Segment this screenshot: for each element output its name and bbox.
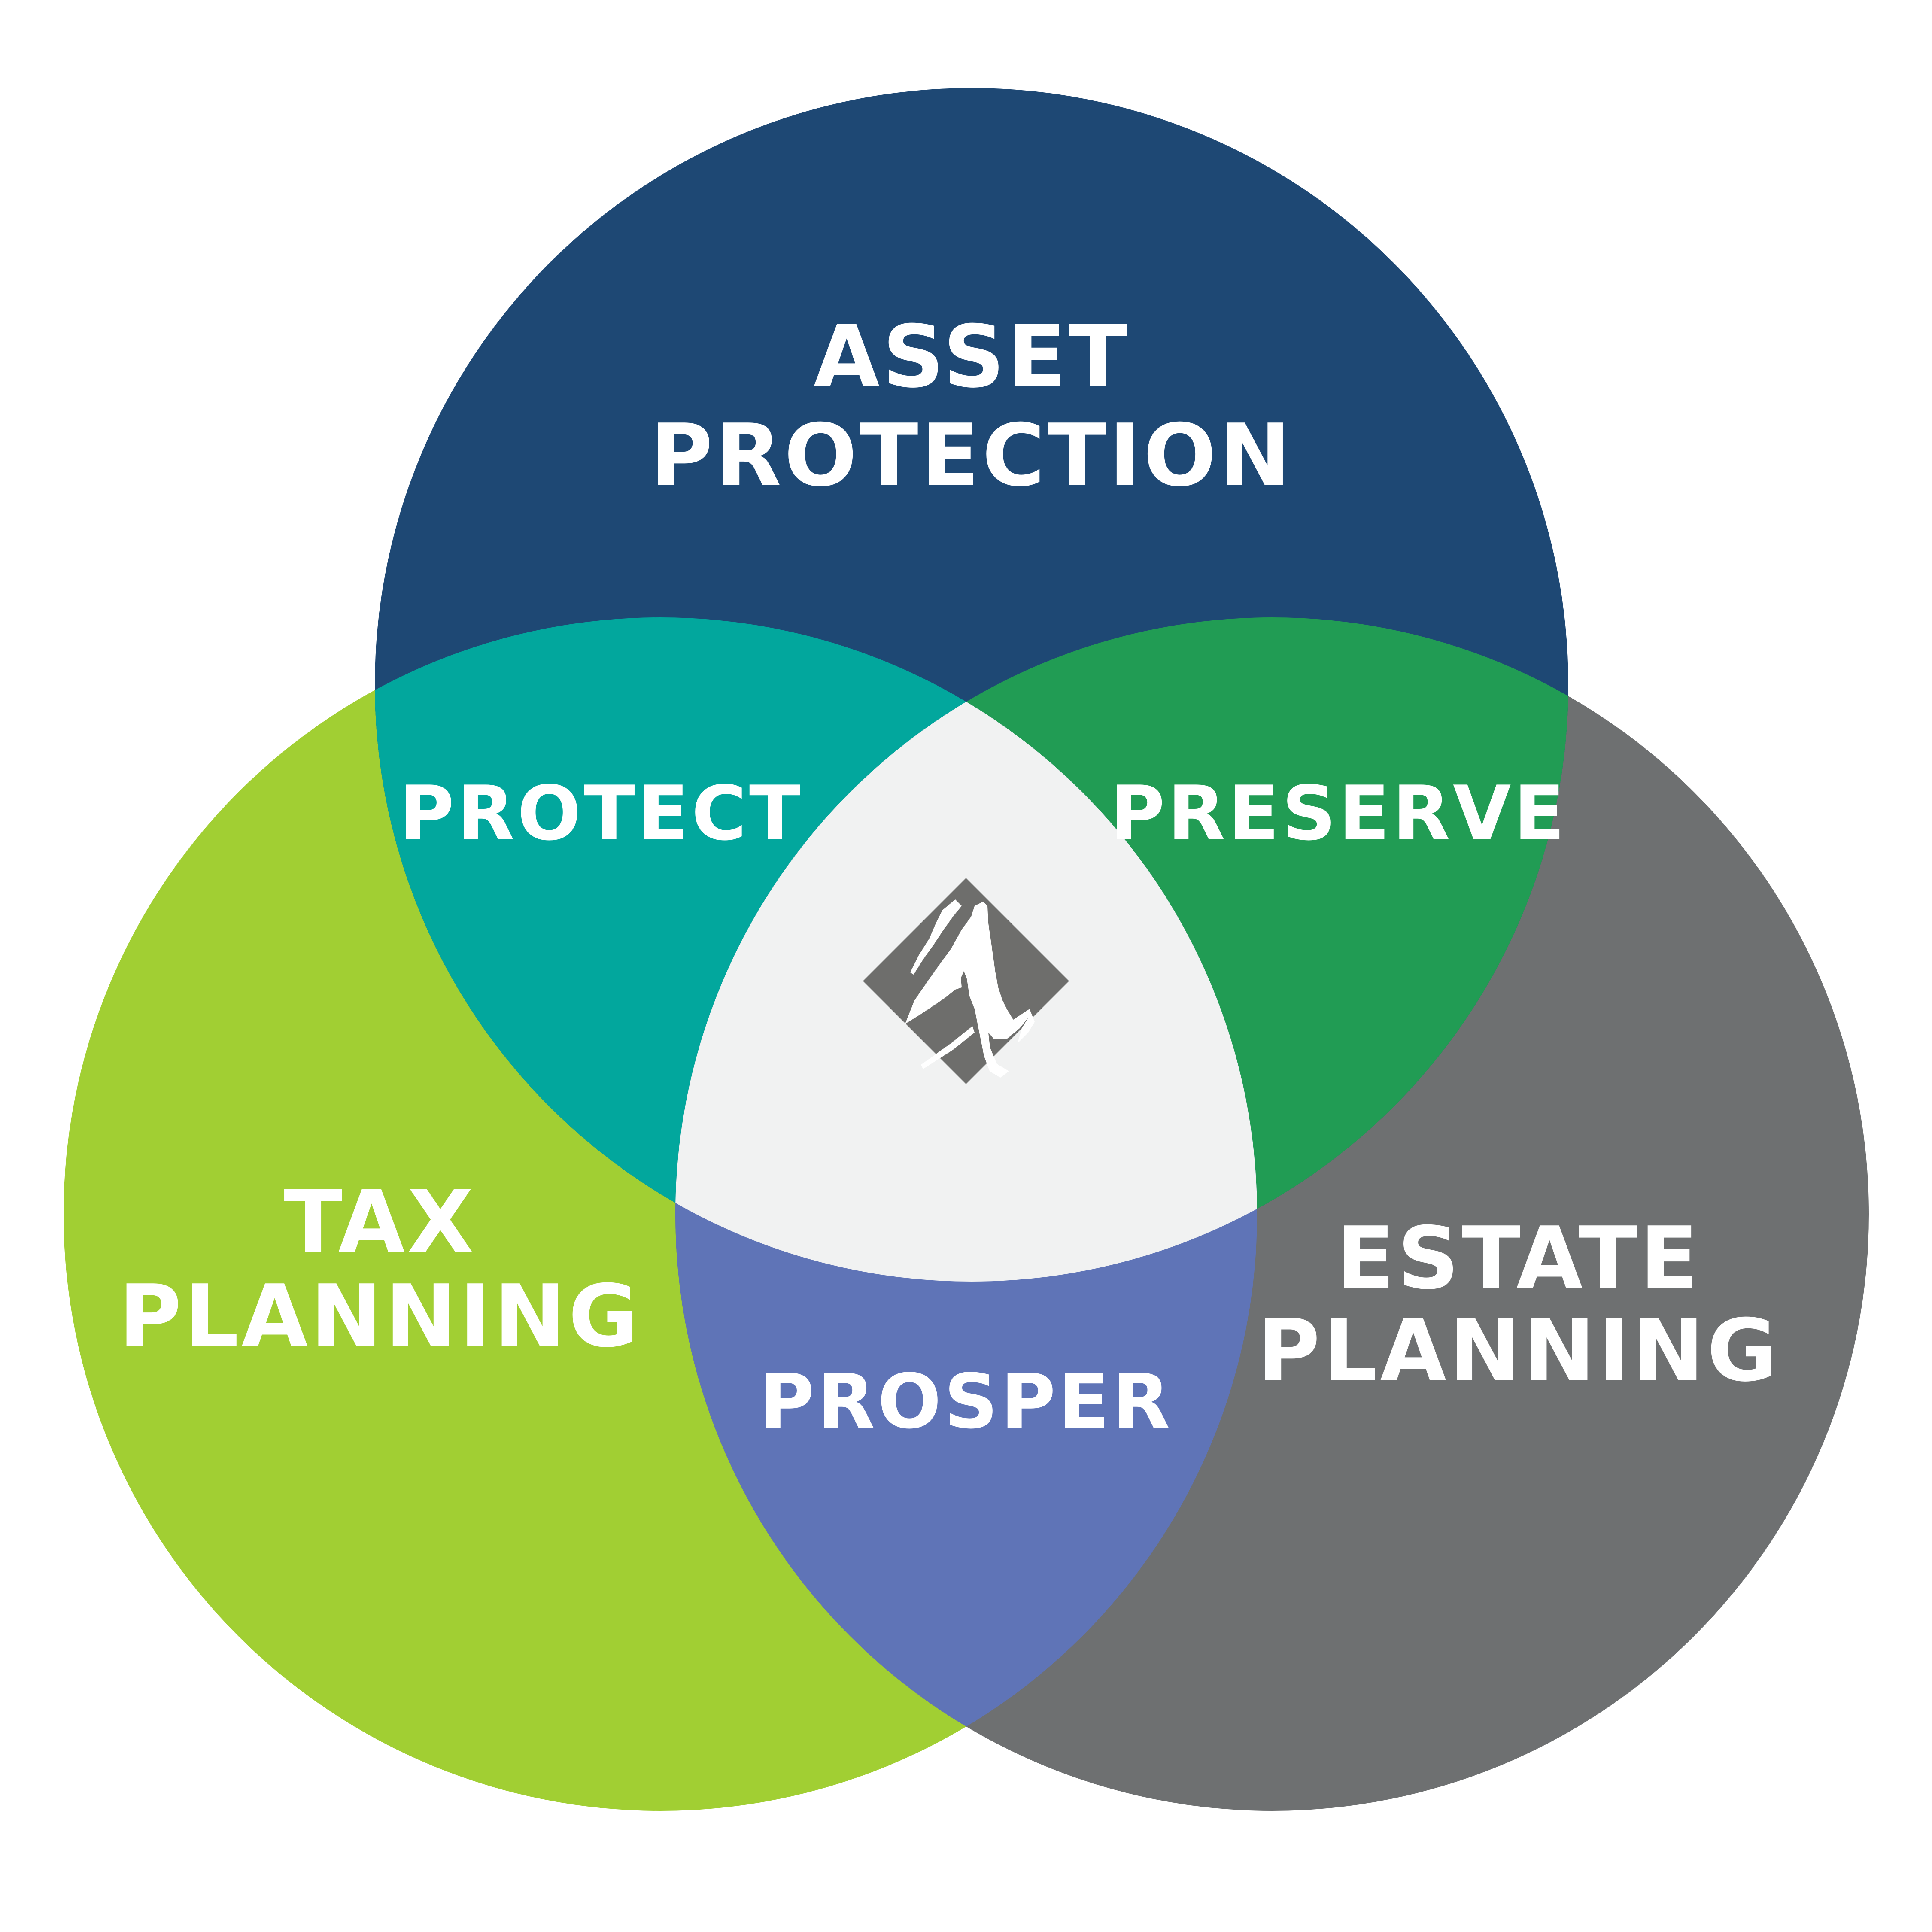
preserve-label: PRESERVE	[1110, 770, 1567, 857]
prosper-label: PROSPER	[759, 1358, 1173, 1446]
estate-planning-label: ESTATE PLANNING	[1257, 1209, 1780, 1401]
tax-planning-label-line2: PLANNING	[118, 1267, 641, 1367]
estate-planning-label-line1: ESTATE	[1336, 1209, 1701, 1309]
asset-protection-label: ASSET PROTECTION	[650, 307, 1294, 506]
tax-planning-label-line1: TAX	[284, 1172, 476, 1272]
diamond-hands-logo-icon	[863, 878, 1069, 1084]
tax-planning-label: TAX PLANNING	[118, 1172, 641, 1367]
asset-protection-label-line2: PROTECTION	[650, 406, 1294, 506]
protect-label: PROTECT	[399, 770, 803, 857]
estate-planning-label-line2: PLANNING	[1257, 1301, 1780, 1401]
asset-protection-label-line1: ASSET	[814, 307, 1130, 407]
